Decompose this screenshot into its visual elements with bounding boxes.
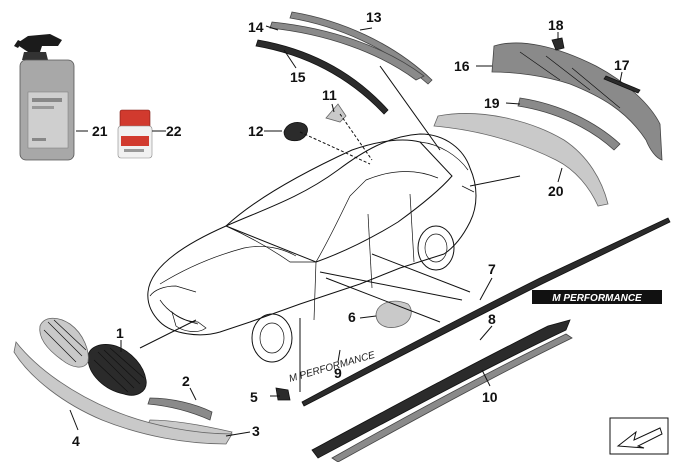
callout-13: 13	[366, 9, 382, 25]
callout-9: 9	[334, 365, 342, 381]
door-decal-text: M PERFORMANCE	[288, 350, 377, 385]
callout-1: 1	[116, 325, 124, 341]
care-product-bottle	[117, 109, 153, 159]
callout-20: 20	[548, 183, 564, 199]
callout-21: 21	[92, 123, 108, 139]
callout-11: 11	[322, 87, 337, 103]
callout-19: 19	[484, 95, 500, 111]
kidney-grille	[87, 344, 147, 396]
side-sill-decal-badge: M PERFORMANCE	[532, 290, 662, 304]
side-skirt-strip	[301, 217, 671, 407]
side-sill-decal-text: M PERFORMANCE	[552, 293, 642, 304]
mirror-cap-rear	[283, 122, 308, 142]
front-bumper-trim	[147, 397, 213, 421]
callout-14: 14	[248, 19, 264, 35]
side-sill-trim	[331, 333, 573, 462]
callout-4: 4	[72, 433, 80, 449]
rear-diffuser	[491, 42, 663, 161]
side-skirt	[311, 319, 571, 459]
rear-trim-strip	[603, 75, 641, 94]
callout-labels: 1 2 3 4 5 6 7 8 9 10 11 12 13 14 15 16 1…	[72, 9, 630, 449]
rear-spoiler-parts	[255, 11, 433, 115]
antenna-cover	[325, 103, 347, 123]
rear-diffuser-insert	[433, 113, 609, 207]
callout-8: 8	[488, 311, 496, 327]
callout-22: 22	[166, 123, 182, 139]
car-outline	[147, 133, 477, 363]
callout-15: 15	[290, 69, 306, 85]
callout-17: 17	[614, 57, 630, 73]
callout-5: 5	[250, 389, 258, 405]
callout-16: 16	[454, 58, 470, 74]
callout-18: 18	[548, 17, 564, 33]
leader-lines	[69, 25, 623, 437]
callout-10: 10	[482, 389, 498, 405]
callout-6: 6	[348, 309, 356, 325]
rear-valance-strip	[517, 97, 621, 151]
callout-2: 2	[182, 373, 190, 389]
callout-7: 7	[488, 261, 496, 277]
mounting-clip	[551, 37, 565, 51]
callout-3: 3	[252, 423, 260, 439]
view-direction-icon	[609, 417, 669, 455]
bracket	[275, 387, 291, 401]
kidney-grille-chrome	[39, 317, 89, 368]
mirror-cap	[375, 300, 412, 328]
callout-12: 12	[248, 123, 264, 139]
front-lip-spoiler	[13, 341, 233, 445]
cleaner-spray-bottle	[14, 34, 75, 161]
